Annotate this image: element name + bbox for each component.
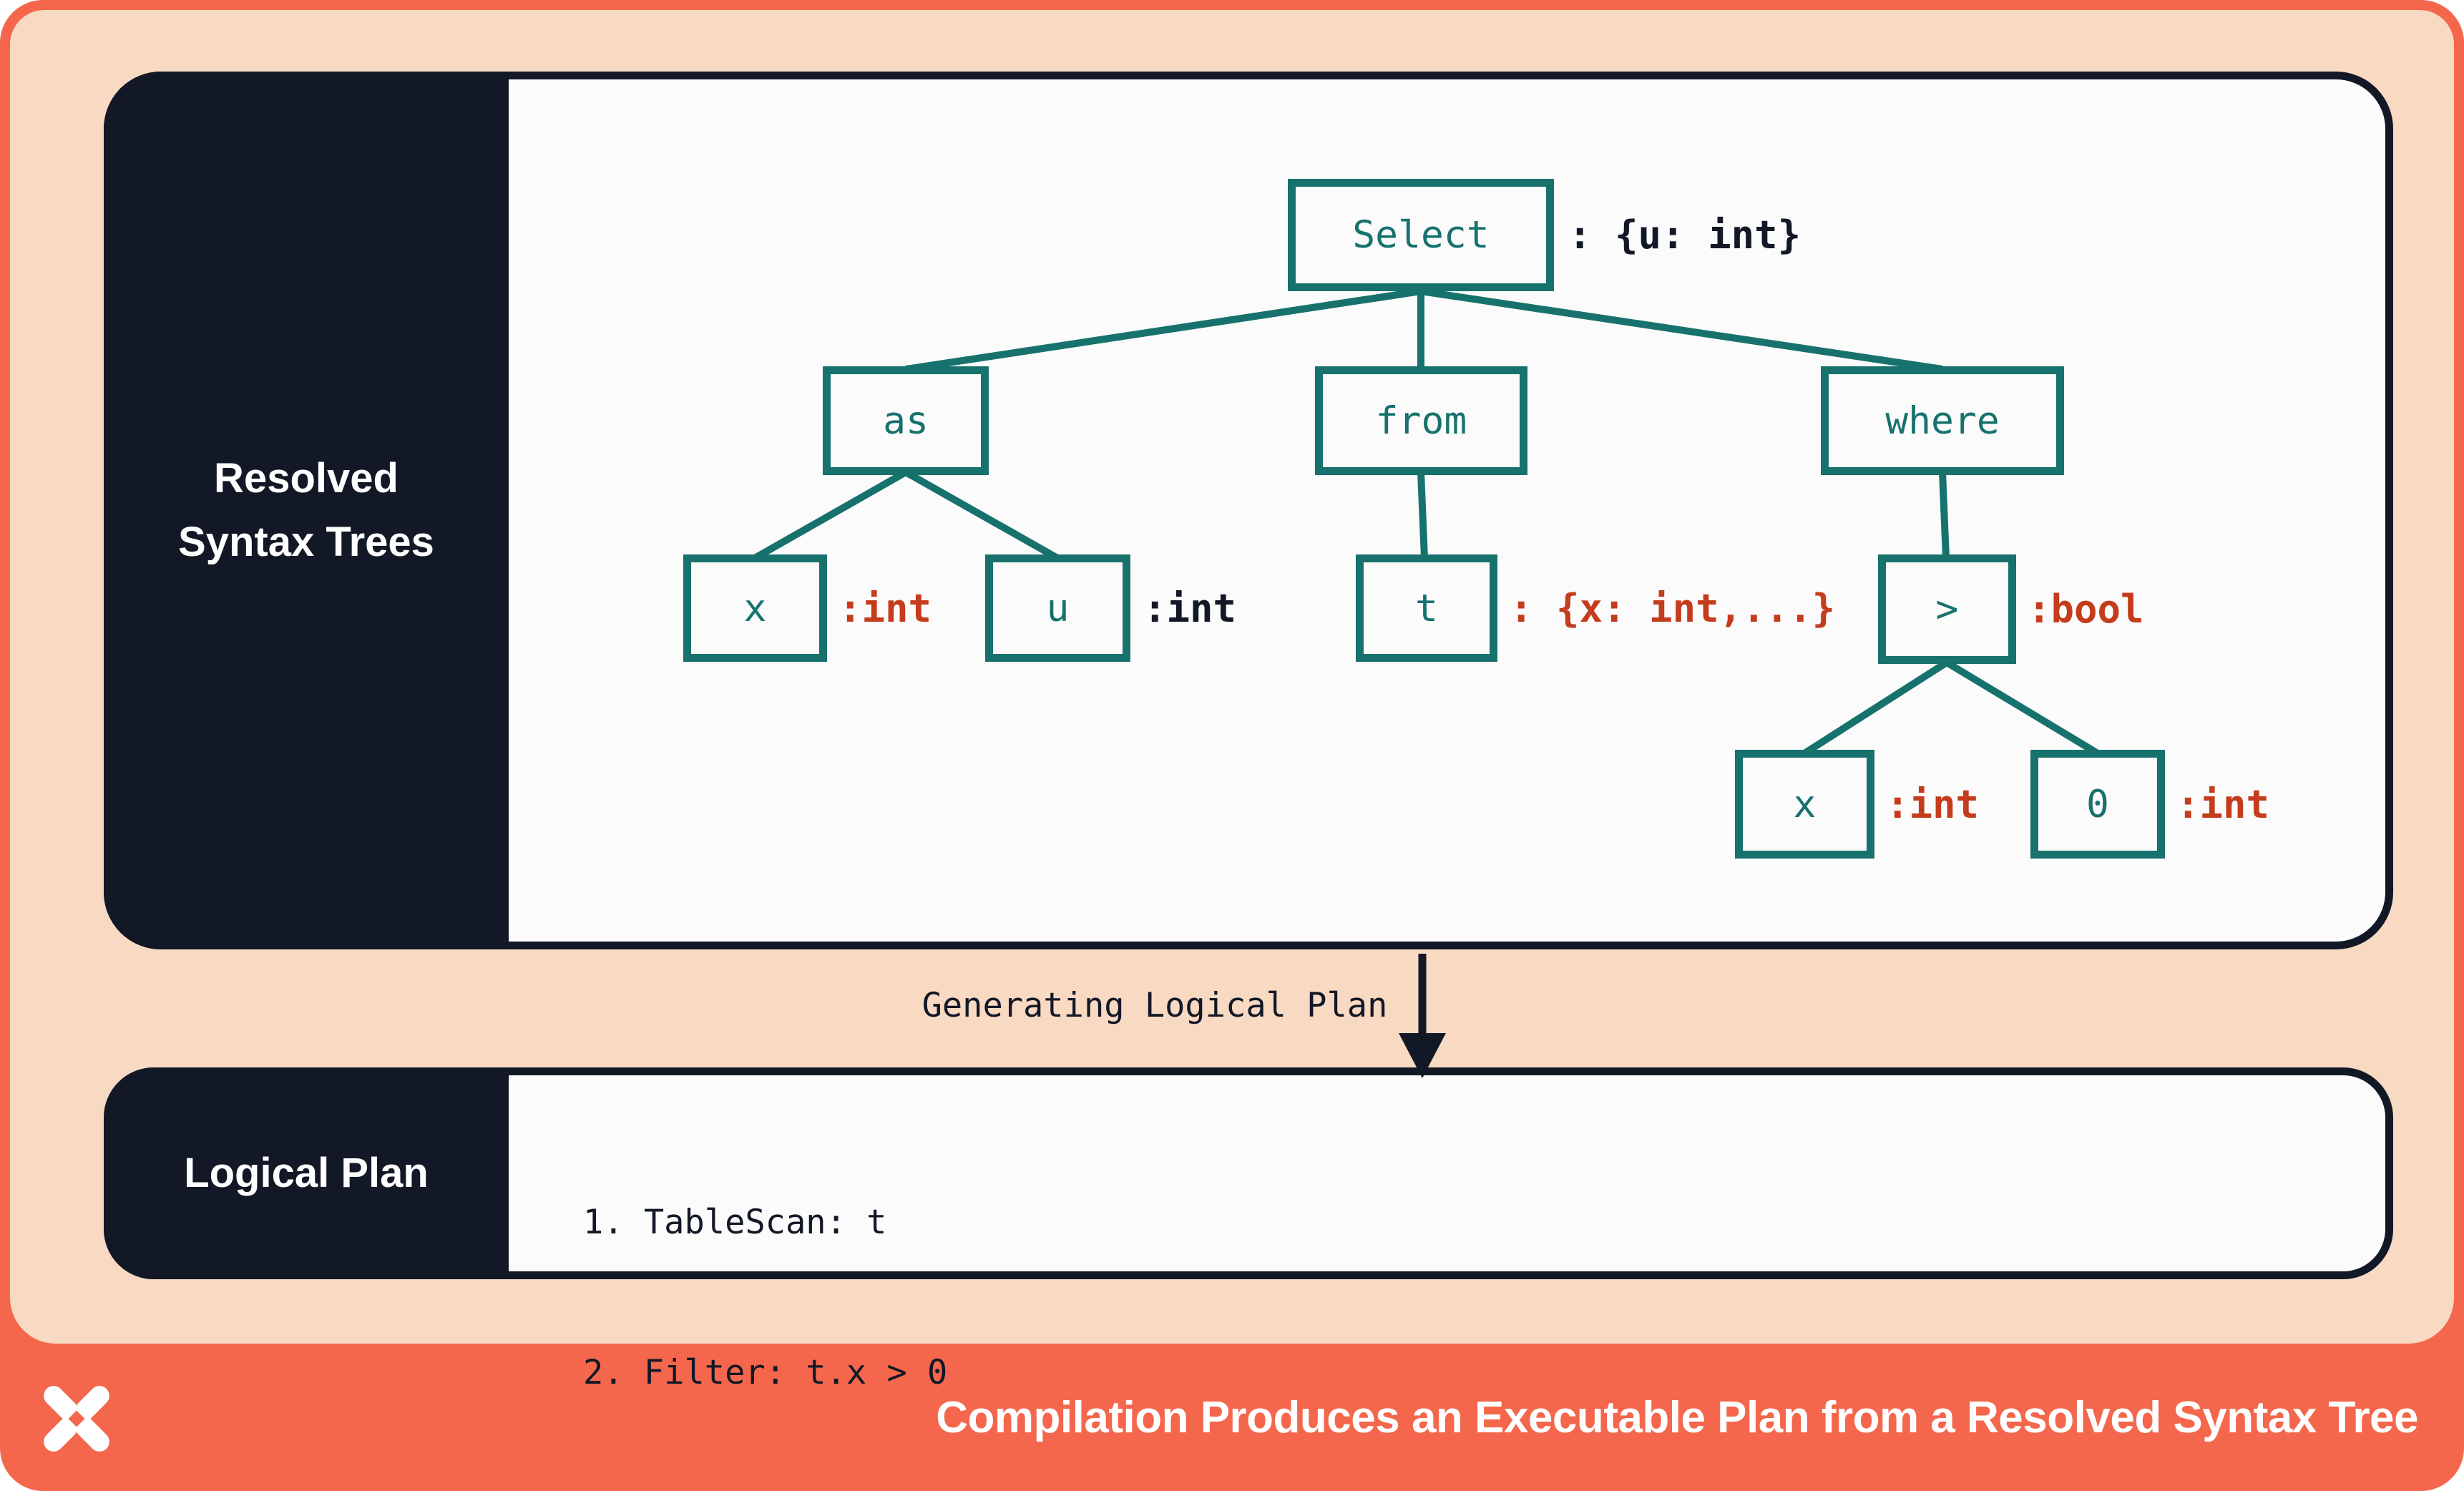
x-pinwheel-logo-icon: [40, 1382, 113, 1455]
resolved-panel-title: Resolved Syntax Trees: [178, 447, 434, 573]
resolved-panel-title-line2: Syntax Trees: [178, 518, 434, 565]
resolved-panel-title-line1: Resolved: [214, 455, 399, 502]
tree-node-x-under-gt: x: [1735, 750, 1874, 859]
logical-panel-sidebar: Logical Plan: [104, 1067, 509, 1279]
type-annotation-x-under-gt: :int: [1886, 781, 1980, 827]
tree-node-x-under-gt-label: x: [1793, 782, 1817, 826]
type-annotation-t: : {x: int,...}: [1510, 585, 1836, 631]
tree-node-select: Select: [1288, 179, 1554, 291]
tree-node-gt-label: >: [1935, 587, 1959, 631]
type-annotation-gt: :bool: [2028, 587, 2144, 632]
tree-node-x-label: x: [743, 586, 767, 630]
resolved-panel-sidebar: Resolved Syntax Trees: [104, 72, 509, 949]
logical-plan-step: 2. Filter: t.x > 0: [583, 1353, 948, 1392]
tree-node-as: as: [823, 366, 989, 475]
tree-node-from-label: from: [1375, 399, 1467, 443]
logical-plan-steps: 1. TableScan: t 2. Filter: t.x > 0 3. Pr…: [583, 1098, 1049, 1491]
type-annotation-select: : {u: int}: [1568, 212, 1801, 258]
tree-node-zero: 0: [2030, 750, 2165, 859]
tree-node-select-label: Select: [1352, 213, 1490, 257]
footer-band: Compilation Produces an Executable Plan …: [0, 1344, 2464, 1491]
tree-node-zero-label: 0: [2086, 782, 2109, 826]
type-annotation-x-under-as: :int: [839, 585, 932, 631]
type-annotation-zero: :int: [2176, 781, 2270, 827]
tree-node-from: from: [1315, 366, 1527, 475]
logical-panel-title: Logical Plan: [184, 1149, 429, 1196]
type-annotation-u: :int: [1143, 585, 1237, 631]
tree-node-x-under-as: x: [683, 554, 827, 662]
footer-title: Compilation Produces an Executable Plan …: [936, 1392, 2418, 1442]
tree-node-where-label: where: [1885, 399, 2000, 443]
tree-node-where: where: [1821, 366, 2064, 475]
transition-label: Generating Logical Plan: [921, 986, 1388, 1025]
tree-node-t-label: t: [1415, 586, 1438, 630]
tree-node-t: t: [1356, 554, 1497, 662]
logical-plan-step: 1. TableScan: t: [583, 1203, 887, 1242]
tree-node-u-label: u: [1046, 586, 1070, 630]
tree-node-as-label: as: [883, 399, 929, 443]
tree-node-u: u: [985, 554, 1130, 662]
tree-node-gt: >: [1878, 554, 2016, 664]
